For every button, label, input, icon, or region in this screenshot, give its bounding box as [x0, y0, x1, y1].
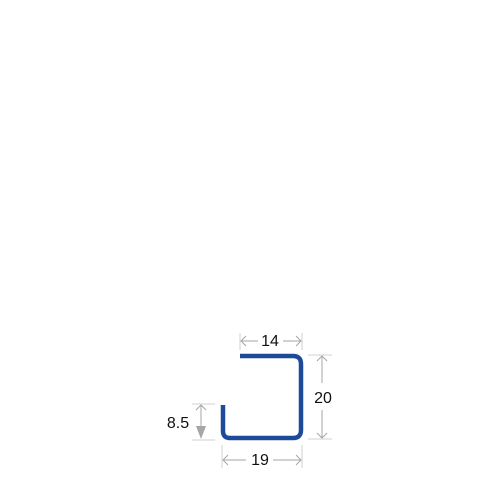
dimension-lip-height: 8.5	[167, 403, 215, 441]
dimension-arrowhead-lip-bottom	[196, 426, 206, 439]
dimension-web-height: 20	[308, 354, 332, 440]
dimension-label-bottom-width: 19	[251, 452, 269, 469]
profile-outline	[220, 353, 304, 441]
dimension-bottom-width: 19	[221, 445, 303, 469]
dimension-label-web-height: 20	[314, 390, 332, 407]
dimension-label-top-flange: 14	[261, 333, 279, 350]
dimension-label-lip-height: 8.5	[167, 415, 189, 432]
dimension-top-flange: 14	[239, 333, 303, 350]
